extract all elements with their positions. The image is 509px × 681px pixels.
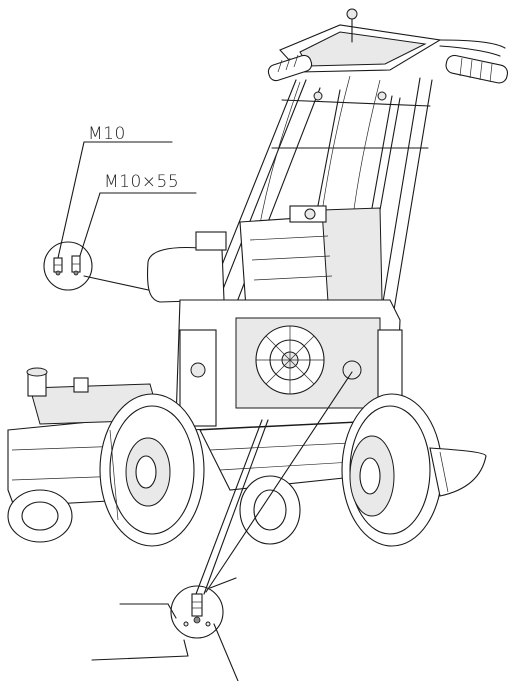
detail-circle-top [43, 241, 93, 291]
m10x55-callout-label: M10×55 [104, 172, 180, 192]
callout-leaders-top [57, 141, 197, 299]
m10-callout-label: M10 [88, 124, 126, 144]
rear-small-wheel [239, 475, 301, 545]
detail-circle-bottom [170, 585, 224, 639]
left-drive-wheel [99, 393, 205, 547]
left-grip [267, 54, 313, 82]
right-grip [445, 54, 509, 84]
callout-leaders-bottom [91, 371, 353, 681]
engine [146, 205, 383, 309]
rear-deflector [429, 447, 487, 497]
right-drive-wheel [341, 393, 443, 547]
handle-assembly [195, 8, 509, 333]
